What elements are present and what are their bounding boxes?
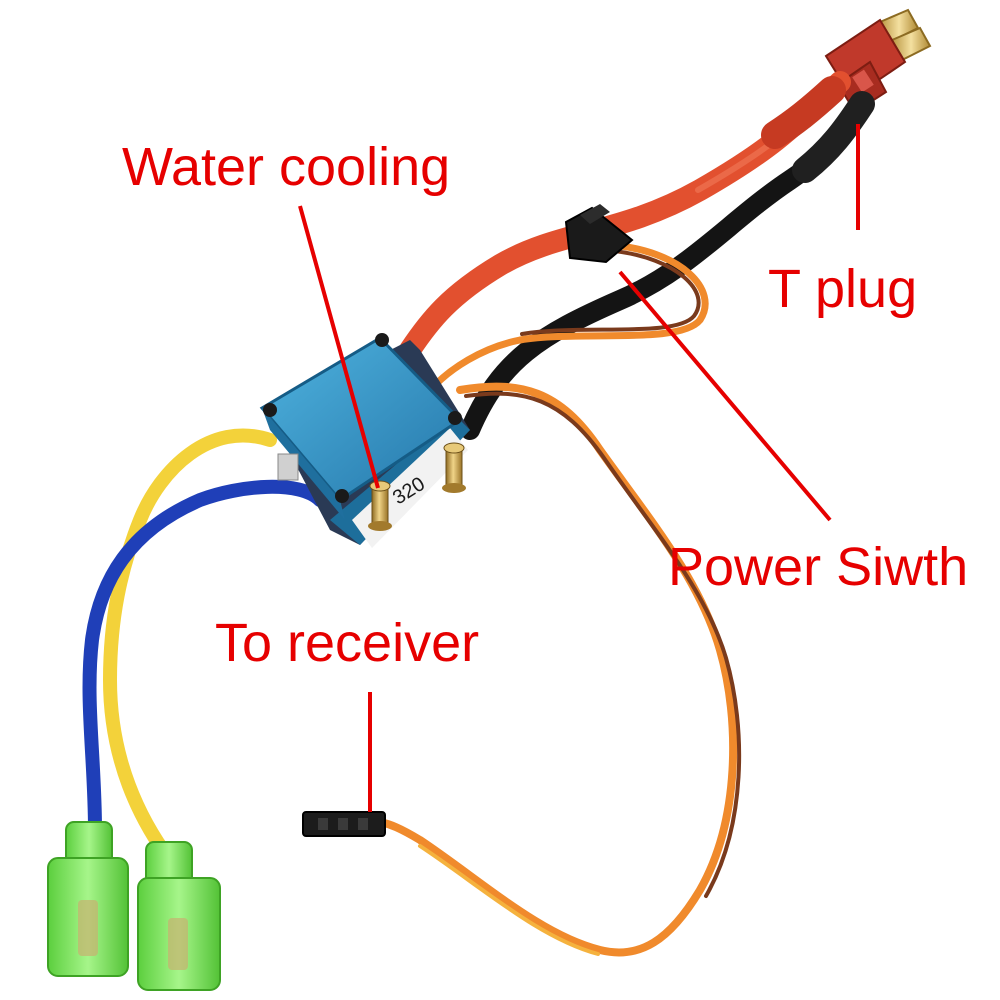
water-cooling-fitting-left (368, 480, 392, 531)
label-water-cooling: Water cooling (122, 137, 451, 197)
motor-connector-yellow (137, 841, 221, 991)
label-to-receiver: To receiver (215, 613, 480, 673)
blue-motor-wire (82, 479, 327, 837)
motor-connector-blue (47, 821, 129, 977)
receiver-plug (302, 811, 386, 837)
label-power-switch: Power Siwth (668, 537, 969, 597)
esc-unit (259, 333, 470, 548)
power-switch-wire (431, 241, 709, 389)
yellow-motor-wire (102, 428, 277, 867)
water-cooling-fitting-right (442, 442, 466, 493)
power-switch (564, 204, 634, 264)
label-t-plug: T plug (768, 259, 918, 319)
leader-line-power-switch (618, 270, 832, 522)
leader-line-water-cooling (298, 205, 380, 489)
